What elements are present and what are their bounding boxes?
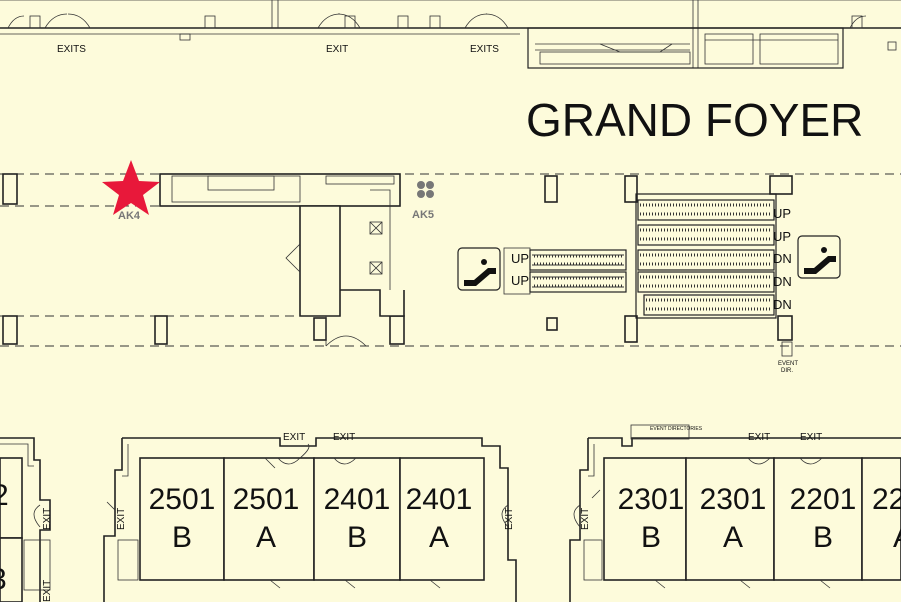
ak5-label: AK5 (412, 209, 434, 221)
escalator-direction-label: UP (773, 229, 791, 244)
escalator-direction-label: UP (511, 273, 529, 288)
room-letter: B (172, 521, 192, 554)
escalator-direction-label: DN (773, 251, 792, 266)
room-labels: 2501 B 2501 A 2401 B 2401 A 2301 B 2301 … (0, 479, 901, 596)
escalator-direction-label: UP (773, 206, 791, 221)
room-2301a[interactable]: 2301 A (700, 483, 767, 554)
room-2201a-partial[interactable]: 22 A (872, 483, 901, 554)
exits-label-east: EXITS (470, 44, 499, 55)
room-2501b[interactable]: 2501 B (149, 483, 216, 554)
room-letter: A (723, 521, 743, 554)
event-dir-label: EVENT (778, 361, 798, 367)
room-number: 2201 (790, 483, 857, 516)
room-2301b[interactable]: 2301 B (618, 483, 685, 554)
meeting-rooms-block: EVENT DIRECTORIES EXIT EXIT EXIT EXIT EX… (0, 424, 901, 602)
room-2501a[interactable]: 2501 A (233, 483, 300, 554)
escalator-bank-left: UP UP (503, 247, 627, 295)
room-letter: A (893, 521, 901, 554)
exits-label-west: EXITS (57, 44, 86, 55)
exit-label: EXIT (333, 432, 355, 443)
ak4-marker[interactable]: AK4 (102, 160, 160, 222)
exit-label-center: EXIT (326, 44, 348, 55)
escalator-bank-right: UP UP DN DN DN EVENT DIR. (635, 193, 798, 374)
room-number: 2501 (149, 483, 216, 516)
room-number: 2401 (324, 483, 391, 516)
exit-label: EXIT (800, 432, 822, 443)
escalator-icon-right (797, 235, 841, 279)
room-2401a[interactable]: 2401 A (406, 483, 473, 554)
room-2401b[interactable]: 2401 B (324, 483, 391, 554)
exit-label: EXIT (42, 580, 53, 602)
foyer-title: GRAND FOYER (526, 94, 863, 146)
cluster-icon (417, 181, 434, 198)
ak5-marker[interactable]: AK5 (412, 181, 434, 221)
escalator-direction-label: UP (511, 251, 529, 266)
room-number: 22 (872, 483, 901, 516)
room-letter: B (813, 521, 833, 554)
room-number: 2301 (618, 483, 685, 516)
columns (2, 173, 793, 345)
escalator-icon-left (457, 247, 501, 291)
partial-room-number: 2 (0, 479, 9, 512)
exit-label: EXIT (283, 432, 305, 443)
room-number: 2301 (700, 483, 767, 516)
exit-label: EXIT (42, 508, 53, 530)
room-2201b[interactable]: 2201 B (790, 483, 857, 554)
star-icon (102, 160, 160, 215)
exit-label: EXIT (116, 508, 127, 530)
escalator-direction-label: DN (773, 274, 792, 289)
escalator-direction-label: DN (773, 297, 792, 312)
room-letter: B (641, 521, 661, 554)
exit-label: EXIT (580, 508, 591, 530)
partial-room-number: 3 (0, 563, 7, 596)
room-letter: B (347, 521, 367, 554)
room-number: 2401 (406, 483, 473, 516)
room-number: 2501 (233, 483, 300, 516)
room-letter: A (429, 521, 449, 554)
exit-label: EXIT (748, 432, 770, 443)
room-letter: A (256, 521, 276, 554)
ak4-label: AK4 (118, 210, 141, 222)
event-dir-label: DIR. (781, 368, 793, 374)
event-directories-label: EVENT DIRECTORIES (650, 426, 703, 432)
exit-label: EXIT (504, 508, 515, 530)
service-core (159, 173, 405, 347)
north-wall: EXITS EXIT EXITS (0, 0, 901, 69)
